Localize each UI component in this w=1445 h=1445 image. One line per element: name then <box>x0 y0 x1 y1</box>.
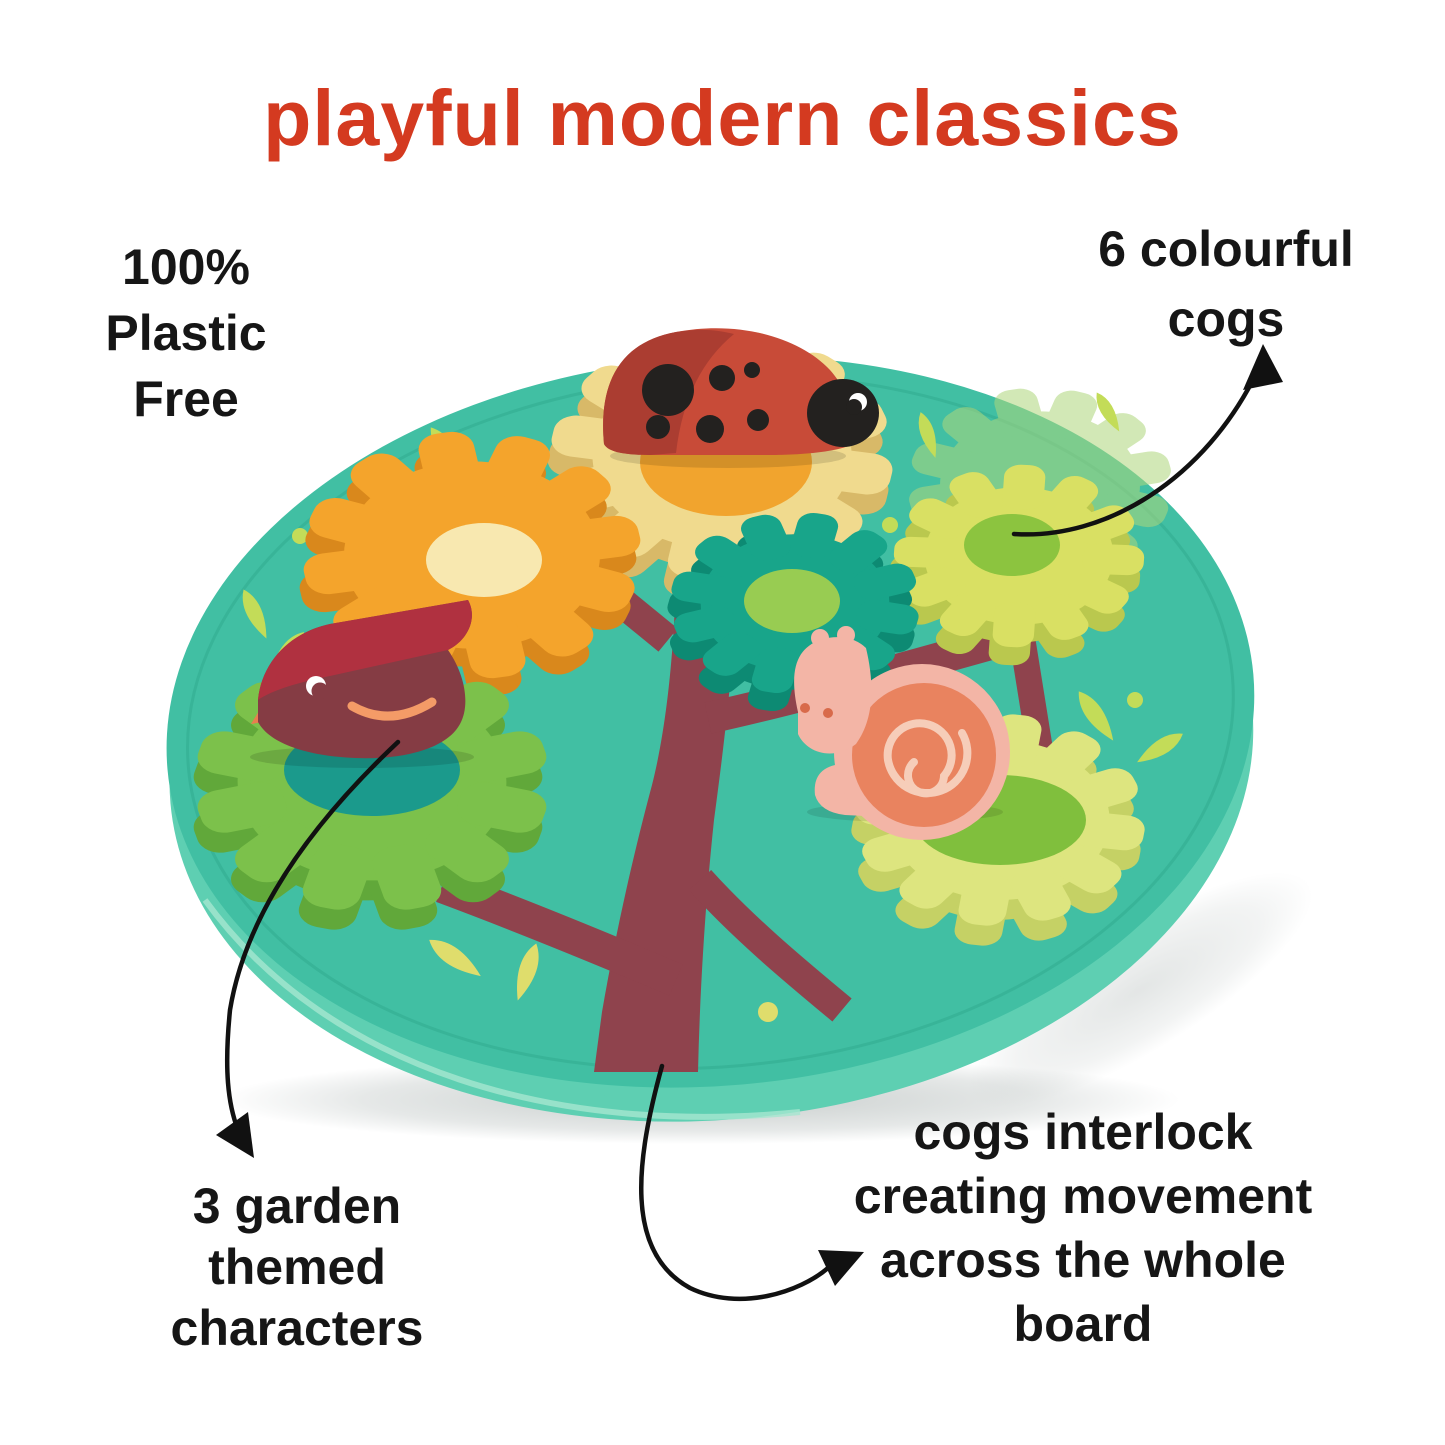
arrowhead-cogs-icon <box>1243 344 1283 390</box>
snail-head <box>794 637 872 754</box>
ladybug-head <box>807 379 879 447</box>
arrow-to-cogs-note <box>1011 367 1261 537</box>
board-rim-highlight <box>202 898 801 1120</box>
arrow-to-interlock-note <box>639 1063 831 1302</box>
tree-branch <box>688 869 852 1022</box>
note-line: cogs interlock <box>913 1104 1253 1160</box>
note-line: Free <box>133 371 239 427</box>
note-line: cogs <box>1167 291 1285 347</box>
note-cogs-interlock: cogs interlock creating movement across … <box>833 1100 1333 1356</box>
gear-orange-center <box>426 523 542 597</box>
snail-spiral <box>883 719 972 798</box>
note-line: themed <box>208 1239 386 1295</box>
note-line: 3 garden <box>192 1178 402 1234</box>
snail-eye-icon <box>823 708 833 718</box>
note-line: characters <box>170 1300 424 1356</box>
ladybug-figure <box>603 328 879 468</box>
bird-smile <box>347 697 437 721</box>
arrowhead-interlock-icon <box>818 1250 864 1286</box>
note-line: across the whole <box>880 1232 1286 1288</box>
snail-eye-icon <box>800 703 810 713</box>
note-line: Plastic <box>105 305 267 361</box>
arrowhead-characters-icon <box>216 1112 254 1158</box>
page-title: playful modern classics <box>263 73 1182 162</box>
note-garden-characters: 3 garden themed characters <box>97 1176 497 1359</box>
snail-shell <box>852 683 996 827</box>
bird-figure <box>250 600 474 768</box>
printed-leaves-light <box>424 932 778 1022</box>
note-line: board <box>1013 1296 1153 1352</box>
gear-teal-center <box>744 569 840 633</box>
gear-orange <box>250 396 690 732</box>
arrow-to-characters-note <box>224 739 401 1133</box>
annotation-arrows <box>216 344 1283 1302</box>
note-line: 100% <box>122 239 250 295</box>
note-line: creating movement <box>853 1168 1313 1224</box>
gear-lime-center <box>964 514 1060 576</box>
note-line: 6 colourful <box>1098 221 1354 277</box>
ladybug-spots <box>642 362 769 443</box>
gear-teal <box>642 494 944 730</box>
snail-figure <box>794 626 1010 840</box>
note-colourful-cogs: 6 colourful cogs <box>1026 214 1426 354</box>
note-plastic-free: 100% Plastic Free <box>36 234 336 432</box>
gear-lime <box>883 460 1151 670</box>
bird-wing <box>258 600 472 700</box>
